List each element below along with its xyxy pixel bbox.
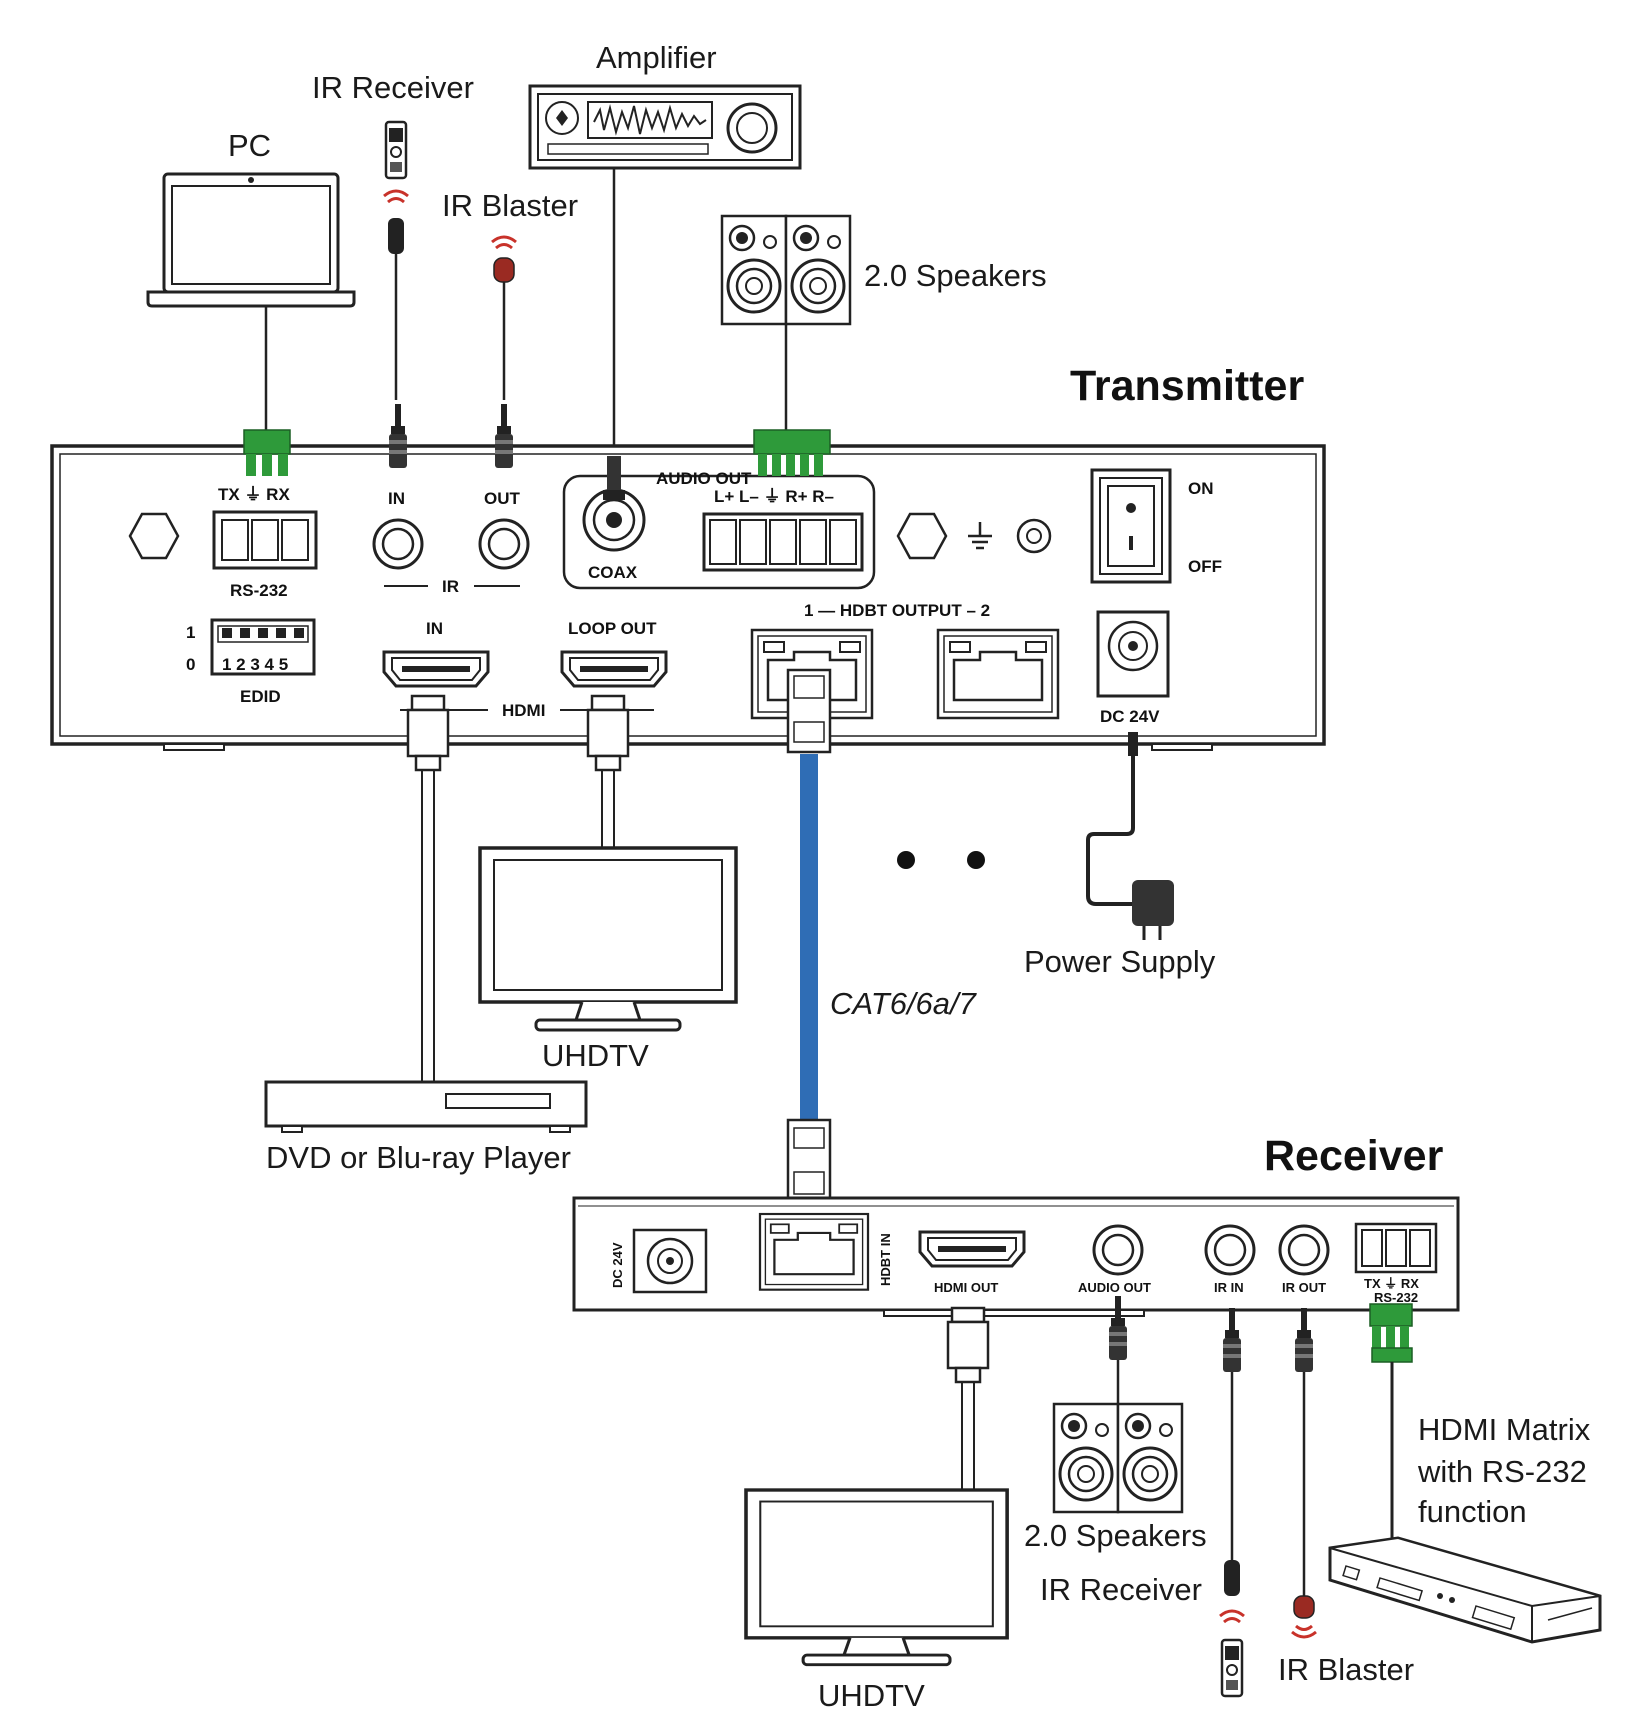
- label-matrix-line2: with RS-232: [1417, 1454, 1587, 1489]
- tx-edid-dipswitch[interactable]: [210, 618, 316, 676]
- label-uhdtv-bottom: UHDTV: [818, 1678, 925, 1713]
- power-supply-icon: [1086, 732, 1174, 940]
- rx-ir-in-label: IR IN: [1214, 1280, 1244, 1295]
- tx-hdbt-output-2-port[interactable]: [936, 628, 1060, 720]
- tx-ir-group-label: IR: [442, 577, 459, 596]
- tx-audio-out-label: AUDIO OUT: [656, 469, 752, 488]
- rx-hdmi-cable: [961, 1382, 975, 1490]
- ir-out-plug-icon: [495, 404, 513, 468]
- cable-label: CAT6/6a/7: [830, 986, 978, 1021]
- tx-power-switch[interactable]: [1090, 468, 1172, 584]
- mounting-screw-left-icon: [128, 512, 180, 560]
- tx-coax-label: COAX: [588, 563, 638, 582]
- hdmi-in-cable: [421, 770, 435, 1082]
- ir-blaster-bottom-icon: [1290, 1595, 1318, 1639]
- speakers-bottom-icon: [1052, 1402, 1184, 1514]
- label-ir-receiver-bottom: IR Receiver: [1040, 1572, 1202, 1607]
- hdmi-matrix-icon: [1328, 1536, 1602, 1644]
- rx-ir-out-plug-icon: [1295, 1308, 1313, 1372]
- uhdtv-bottom-icon: [744, 1488, 1009, 1667]
- rx-hdbt-in-port[interactable]: [758, 1212, 870, 1291]
- rx-hdmi-plug-icon: [946, 1306, 990, 1384]
- tx-edid-row1: 1: [186, 623, 195, 642]
- tx-edid-label: EDID: [240, 687, 281, 706]
- tx-audio-terminal[interactable]: [702, 429, 864, 572]
- speakers-top-icon: [720, 214, 852, 326]
- receiver-title: Receiver: [1264, 1132, 1444, 1180]
- tx-hdmi-in-port[interactable]: [382, 650, 490, 688]
- rx-ir-in-plug-icon: [1223, 1308, 1241, 1372]
- uhdtv-top-icon: [478, 846, 738, 1032]
- tx-rs232-pins: TX ⏚ RX: [218, 485, 290, 504]
- dvd-player-icon: [264, 1080, 588, 1133]
- tx-ir-in-label: IN: [388, 489, 405, 508]
- tx-hdmi-in-label: IN: [426, 619, 443, 638]
- tx-rs232-terminal[interactable]: [212, 429, 318, 570]
- dot-2: [967, 851, 985, 869]
- label-speakers-bottom: 2.0 Speakers: [1024, 1518, 1207, 1553]
- label-matrix-line3: function: [1418, 1494, 1527, 1529]
- label-dvd-player: DVD or Blu-ray Player: [266, 1140, 571, 1175]
- rx-hdmi-out-port[interactable]: [918, 1230, 1026, 1268]
- label-pc: PC: [228, 128, 271, 163]
- tx-edid-digits: 1 2 3 4 5: [222, 655, 288, 674]
- hdmi-in-plug-icon: [406, 694, 450, 772]
- rx-dc-power-port[interactable]: [632, 1228, 708, 1294]
- rx-audio-out-label: AUDIO OUT: [1078, 1280, 1151, 1295]
- ground-screw-icon: [1016, 518, 1052, 554]
- hdmi-loop-plug-icon: [586, 694, 630, 772]
- rx-hdbt-in-label: HDBT IN: [878, 1233, 893, 1286]
- tx-edid-row0: 0: [186, 655, 195, 674]
- tx-ir-out-jack[interactable]: [478, 518, 530, 570]
- rx-ir-in-jack[interactable]: [1204, 1224, 1256, 1276]
- cat-cable: [786, 668, 832, 1204]
- label-uhdtv-top: UHDTV: [542, 1038, 649, 1073]
- tx-hdmi-loop-label: LOOP OUT: [568, 619, 657, 638]
- rx-audio-out-jack[interactable]: [1092, 1224, 1144, 1276]
- tx-dc-power-port[interactable]: [1096, 610, 1170, 698]
- label-amplifier: Amplifier: [596, 40, 717, 75]
- tx-coax-port[interactable]: [582, 456, 646, 552]
- tx-audio-pins: L+ L– ⏚ R+ R–: [714, 487, 834, 506]
- ir-receiver-top-icon: [382, 120, 410, 254]
- ground-icon: [968, 522, 992, 550]
- label-speakers-top: 2.0 Speakers: [864, 258, 1047, 293]
- tx-switch-off-label: OFF: [1188, 557, 1222, 576]
- tx-dc-label: DC 24V: [1100, 707, 1160, 726]
- rx-ir-out-jack[interactable]: [1278, 1224, 1330, 1276]
- rx-dc-label: DC 24V: [610, 1242, 625, 1288]
- tx-ir-in-jack[interactable]: [372, 518, 424, 570]
- tx-hdmi-group-label: HDMI: [502, 701, 545, 720]
- tx-switch-on-label: ON: [1188, 479, 1214, 498]
- label-power-supply: Power Supply: [1024, 944, 1216, 979]
- tx-rs232-label: RS-232: [230, 581, 288, 600]
- dot-1: [897, 851, 915, 869]
- label-ir-blaster-bottom: IR Blaster: [1278, 1652, 1414, 1687]
- tx-hdmi-loop-port[interactable]: [560, 650, 668, 688]
- mounting-screw-right-icon: [896, 512, 948, 560]
- rx-rs232-label: RS-232: [1374, 1290, 1418, 1305]
- pc-laptop-icon: [146, 172, 356, 308]
- label-matrix-line1: HDMI Matrix: [1418, 1412, 1591, 1447]
- ir-in-plug-icon: [389, 404, 407, 468]
- rx-hdmi-out-label: HDMI OUT: [934, 1280, 998, 1295]
- hdmi-loop-cable: [601, 770, 615, 848]
- amplifier-icon: [528, 84, 802, 170]
- rx-rs232-pins: TX ⏚ RX: [1364, 1276, 1419, 1291]
- rx-rs232-plug-icon: [1369, 1303, 1413, 1363]
- tx-ir-out-label: OUT: [484, 489, 521, 508]
- label-ir-receiver-top: IR Receiver: [312, 70, 474, 105]
- ir-receiver-bottom-icon: [1218, 1560, 1246, 1698]
- tx-hdbt-output-label: 1 — HDBT OUTPUT – 2: [804, 601, 990, 620]
- ir-blaster-top-icon: [490, 235, 518, 283]
- transmitter-title: Transmitter: [1070, 362, 1304, 410]
- rx-ir-out-label: IR OUT: [1282, 1280, 1326, 1295]
- rx-rs232-terminal[interactable]: [1354, 1222, 1438, 1274]
- label-ir-blaster-top: IR Blaster: [442, 188, 578, 223]
